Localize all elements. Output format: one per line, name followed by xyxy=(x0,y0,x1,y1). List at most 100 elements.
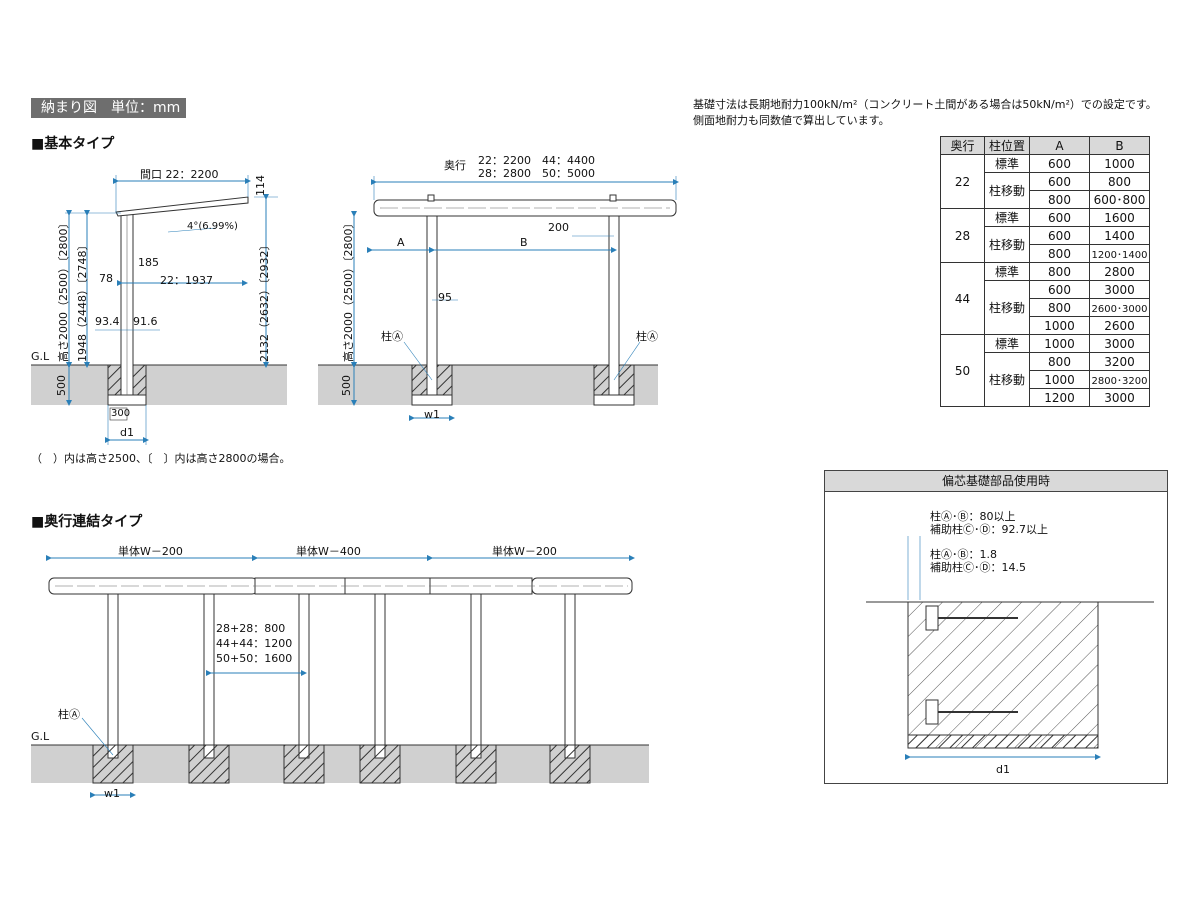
spec-position: 柱移動 xyxy=(984,172,1030,209)
spec-a: 800 xyxy=(1029,262,1090,281)
linked-offset-1: 28+28：800 xyxy=(216,622,286,635)
front-dim-95: 95 xyxy=(438,291,452,304)
spec-position: 柱移動 xyxy=(984,226,1030,263)
offset-line-4: 補助柱Ⓒ･Ⓓ：14.5 xyxy=(930,561,1026,574)
front-label-b: B xyxy=(520,236,528,249)
side-gl: G.L xyxy=(31,350,50,363)
front-w1: w1 xyxy=(424,408,440,421)
linked-view xyxy=(31,555,649,798)
units-header: 納まり図 単位：mm xyxy=(31,98,186,118)
linked-w1: w1 xyxy=(104,787,120,800)
offset-line-1: 柱Ⓐ･Ⓑ：80以上 xyxy=(930,510,1016,523)
spec-a: 600 xyxy=(1029,280,1090,299)
roof xyxy=(115,196,249,217)
spec-position: 標準 xyxy=(984,208,1030,227)
ground xyxy=(31,745,649,783)
linked-type-title: ■奥行連結タイプ xyxy=(31,514,143,530)
side-dim-1937: 22：1937 xyxy=(160,274,213,287)
offset-detail-title: 偏芯基礎部品使用時 xyxy=(825,471,1167,492)
front-height: 高さ2000（2500）〔2800〕 xyxy=(342,217,355,362)
spec-position: 標準 xyxy=(984,334,1030,353)
side-top-dim: 114 xyxy=(254,175,267,196)
spec-a: 600 xyxy=(1029,208,1090,227)
side-d1: d1 xyxy=(120,426,134,439)
side-slope: 4°(6.99%) xyxy=(187,221,238,232)
spec-b: 3000 xyxy=(1089,280,1150,299)
side-height-post: 1948（2448）〔2748〕 xyxy=(76,239,89,362)
front-depth-values-1: 22：2200 44：4400 xyxy=(478,154,595,167)
post-a xyxy=(426,202,438,396)
detail-foundation xyxy=(907,601,1099,749)
foundation-note-1: 基礎寸法は長期地耐力100kN/m²（コンクリート土間がある場合は50kN/m²… xyxy=(693,98,1157,111)
spec-a: 800 xyxy=(1029,190,1090,209)
side-dim-934: 93.4 xyxy=(95,315,120,328)
linked-span-2: 単体W－400 xyxy=(296,545,361,558)
spec-a: 1000 xyxy=(1029,316,1090,335)
front-dim-200: 200 xyxy=(548,221,569,234)
side-depth: 500 xyxy=(55,375,68,396)
side-dim-78: 78 xyxy=(99,272,113,285)
linked-span-3: 単体W－200 xyxy=(492,545,557,558)
spec-header: 奥行 xyxy=(940,136,985,155)
side-dim-185: 185 xyxy=(138,256,159,269)
spec-b: 2800･3200 xyxy=(1089,370,1150,389)
spec-b: 1200･1400 xyxy=(1089,244,1150,263)
front-post-a2: 柱Ⓐ xyxy=(636,330,658,343)
ground xyxy=(31,365,287,405)
spec-a: 800 xyxy=(1029,244,1090,263)
front-depth-values-2: 28：2800 50：5000 xyxy=(478,167,595,180)
spec-header: B xyxy=(1089,136,1150,155)
spec-table: 奥行 柱位置 A B 22 標準 600 1000 柱移動 600 800 80… xyxy=(940,136,1150,407)
spec-a: 800 xyxy=(1029,298,1090,317)
front-post-a: 柱Ⓐ xyxy=(381,330,403,343)
spec-position: 柱移動 xyxy=(984,352,1030,407)
offset-d1: d1 xyxy=(996,763,1010,776)
front-label-a: A xyxy=(397,236,405,249)
linked-posts xyxy=(107,593,576,759)
offset-detail-box: 偏芯基礎部品使用時 xyxy=(824,470,1168,784)
front-view xyxy=(318,176,679,421)
spec-b: 1000 xyxy=(1089,154,1150,173)
spec-position: 柱移動 xyxy=(984,280,1030,335)
spec-header: A xyxy=(1029,136,1090,155)
offset-detail xyxy=(866,536,1154,760)
spec-a: 1000 xyxy=(1029,334,1090,353)
spec-a: 800 xyxy=(1029,352,1090,371)
spec-b: 2800 xyxy=(1089,262,1150,281)
side-base-300: 300 xyxy=(111,408,131,419)
spec-b: 3200 xyxy=(1089,352,1150,371)
spec-a: 1200 xyxy=(1029,388,1090,407)
offset-line-2: 補助柱Ⓒ･Ⓓ：92.7以上 xyxy=(930,523,1048,536)
spec-depth: 22 xyxy=(940,154,985,209)
linked-gl: G.L xyxy=(31,730,50,743)
spec-a: 1000 xyxy=(1029,370,1090,389)
front-depth-label: 奥行 xyxy=(444,159,466,172)
side-height-right: 2132（2632）〔2932〕 xyxy=(258,239,271,362)
side-view xyxy=(31,175,287,445)
spec-b: 1400 xyxy=(1089,226,1150,245)
spec-header: 柱位置 xyxy=(984,136,1030,155)
foundation-note-2: 側面地耐力も同数値で算出しています。 xyxy=(693,114,890,127)
spec-a: 600 xyxy=(1029,172,1090,191)
side-dim-916: 91.6 xyxy=(133,315,158,328)
side-height-total: 高さ2000（2500）〔2800〕 xyxy=(57,217,70,362)
spec-a: 600 xyxy=(1029,154,1090,173)
linked-offset-3: 50+50：1600 xyxy=(216,652,293,665)
linked-offset-2: 44+44：1200 xyxy=(216,637,293,650)
linked-span-1: 単体W－200 xyxy=(118,545,183,558)
spec-a: 600 xyxy=(1029,226,1090,245)
spec-position: 標準 xyxy=(984,154,1030,173)
spec-b: 2600 xyxy=(1089,316,1150,335)
spec-b: 1600 xyxy=(1089,208,1150,227)
post-b xyxy=(608,202,620,396)
spec-depth: 28 xyxy=(940,208,985,263)
spec-b: 800 xyxy=(1089,172,1150,191)
spec-b: 3000 xyxy=(1089,388,1150,407)
spec-depth: 44 xyxy=(940,262,985,335)
offset-line-3: 柱Ⓐ･Ⓑ：1.8 xyxy=(930,548,997,561)
spec-depth: 50 xyxy=(940,334,985,407)
height-note: （ ）内は高さ2500、〔 〕内は高さ2800の場合。 xyxy=(31,452,291,465)
spec-b: 3000 xyxy=(1089,334,1150,353)
linked-units xyxy=(48,577,633,595)
